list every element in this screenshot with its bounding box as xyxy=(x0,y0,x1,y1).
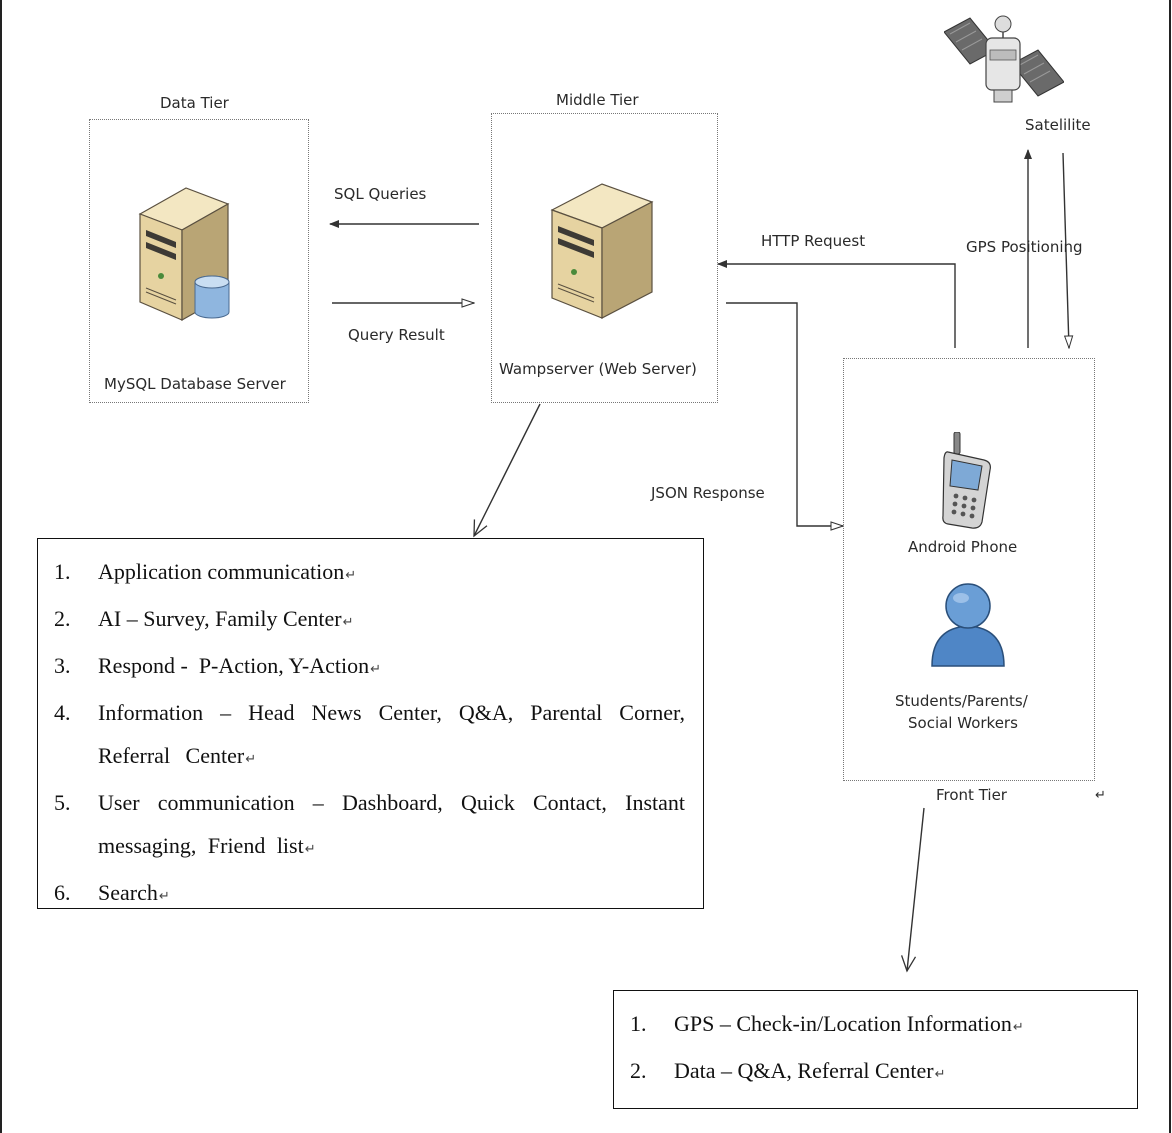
query-result-label: Query Result xyxy=(348,326,445,344)
middle-tier-label: Middle Tier xyxy=(556,91,639,109)
middle-to-list-arrow xyxy=(473,403,541,538)
front-tier-functions-box: 1.GPS – Check-in/Location Information↵ 2… xyxy=(613,990,1138,1109)
database-server-icon xyxy=(138,187,230,322)
http-request-arrow xyxy=(717,260,956,348)
return-mark: ↵ xyxy=(245,752,257,767)
middle-tier-functions-box: 1.Application communication↵ 2.AI – Surv… xyxy=(37,538,704,909)
user-icon xyxy=(931,583,1005,667)
list-item: 1.GPS – Check-in/Location Information↵ xyxy=(630,1011,1024,1036)
list-item-text: Search xyxy=(98,880,158,905)
return-mark: ↵ xyxy=(342,615,354,630)
data-tier-label: Data Tier xyxy=(160,94,229,112)
list-item: 5.User communication – Dashboard, Quick … xyxy=(54,790,685,858)
page-border-right xyxy=(1169,0,1171,1133)
return-mark: ↵ xyxy=(345,568,357,583)
return-mark: ↵ xyxy=(934,1067,946,1082)
front-to-list-arrow xyxy=(900,807,925,973)
front-tier-functions-list: 1.GPS – Check-in/Location Information↵ 2… xyxy=(614,1002,1137,1096)
data-tier-server-label: MySQL Database Server xyxy=(104,375,286,393)
android-phone-label: Android Phone xyxy=(908,538,1018,556)
satellite-icon xyxy=(944,15,1064,103)
list-item: 2.Data – Q&A, Referral Center↵ xyxy=(630,1058,946,1083)
gps-down-arrow xyxy=(1062,152,1069,348)
list-item-text: User communication – Dashboard, Quick Co… xyxy=(98,790,685,858)
return-mark: ↵ xyxy=(158,889,170,904)
http-request-label: HTTP Request xyxy=(761,232,866,250)
list-item: 2.AI – Survey, Family Center↵ xyxy=(54,606,354,631)
gps-positioning-label: GPS Positioning xyxy=(966,238,1083,256)
list-item: 4.Information – Head News Center, Q&A, P… xyxy=(54,700,685,768)
data-tier-box xyxy=(89,119,309,403)
return-mark: ↵ xyxy=(370,662,382,677)
page-border-left xyxy=(0,0,2,1133)
web-server-icon xyxy=(550,183,654,319)
list-item-text: Respond - P-Action, Y-Action xyxy=(98,653,370,678)
middle-tier-functions-list: 1.Application communication↵ 2.AI – Surv… xyxy=(38,550,685,918)
middle-tier-box xyxy=(491,113,718,403)
users-label-line2: Social Workers xyxy=(908,714,1018,732)
list-item: 1.Application communication↵ xyxy=(54,559,357,584)
front-tier-return-mark: ↵ xyxy=(1095,788,1106,803)
middle-tier-server-label: Wampserver (Web Server) xyxy=(499,360,697,378)
front-tier-box xyxy=(843,358,1095,781)
list-item-text: GPS – Check-in/Location Information xyxy=(674,1011,1012,1036)
json-response-label: JSON Response xyxy=(651,484,765,502)
sql-queries-label: SQL Queries xyxy=(334,185,427,203)
list-item: 3.Respond - P-Action, Y-Action↵ xyxy=(54,653,382,678)
list-item-text: AI – Survey, Family Center xyxy=(98,606,342,631)
front-tier-label: Front Tier xyxy=(936,786,1007,804)
phone-icon xyxy=(942,432,991,529)
list-item-text: Application communication xyxy=(98,559,345,584)
list-item-text: Data – Q&A, Referral Center xyxy=(674,1058,934,1083)
json-response-arrow xyxy=(726,302,843,526)
users-label-line1: Students/Parents/ xyxy=(895,692,1028,710)
list-item-text: Information – Head News Center, Q&A, Par… xyxy=(98,700,685,768)
satellite-label: Satelilite xyxy=(1025,116,1091,134)
list-item: 6.Search↵ xyxy=(54,880,170,905)
return-mark: ↵ xyxy=(1012,1020,1024,1035)
return-mark: ↵ xyxy=(304,842,316,857)
